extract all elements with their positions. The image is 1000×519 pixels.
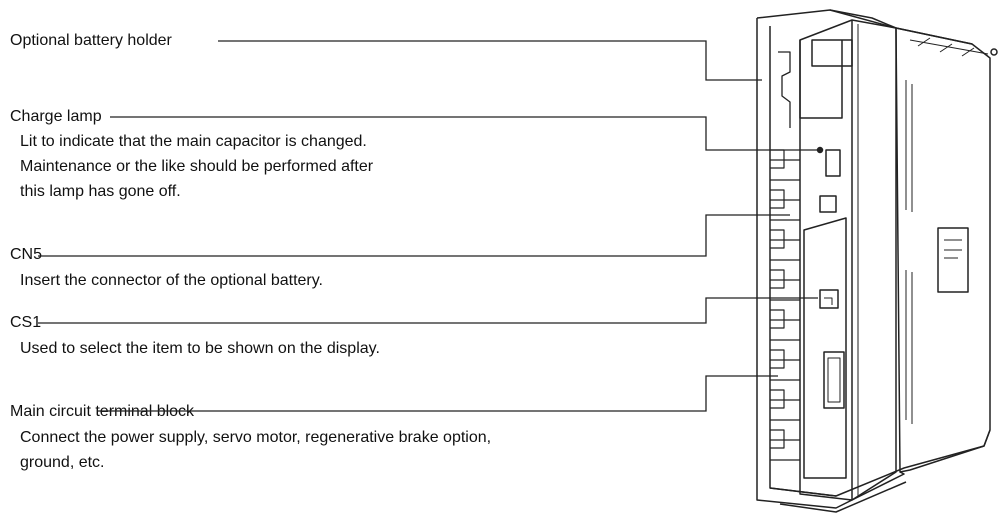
callout-charge-lamp-desc-line-2: Maintenance or the like should be perfor… [20, 158, 374, 175]
leader-line-terminal-block [98, 375, 778, 412]
lower-panel [803, 217, 847, 479]
terminal-block-inner [827, 357, 841, 403]
mounting-base-lower [779, 481, 907, 513]
amplifier-front-frame [756, 18, 905, 509]
leader-line-cs1 [38, 297, 818, 324]
leader-line-cn5 [38, 214, 790, 257]
callout-terminal-block-desc-line-2: ground, etc. [20, 454, 105, 471]
callout-cn5-desc-line-1: Insert the connector of the optional bat… [20, 272, 323, 289]
mounting-base [769, 429, 991, 497]
callout-charge-lamp-title: Charge lamp [10, 108, 102, 125]
rating-plate-lines [944, 239, 962, 259]
battery-holder-slot [799, 40, 843, 119]
side-panel-slot [905, 80, 913, 212]
amplifier-top-edge [756, 9, 973, 45]
leader-line-charge-lamp [110, 116, 818, 151]
callout-charge-lamp-desc-line-3: this lamp has gone off. [20, 183, 181, 200]
callout-battery-holder-title: Optional battery holder [10, 32, 172, 49]
heat-sink-fins [770, 149, 800, 461]
callout-terminal-block-desc-line-1: Connect the power supply, servo motor, r… [20, 429, 492, 446]
battery-holder-clip [778, 51, 791, 128]
callout-cs1-title: CS1 [10, 314, 42, 331]
amplifier-front-inner-frame [769, 26, 837, 497]
top-vent-ridge [917, 37, 975, 57]
side-panel-slot [905, 270, 913, 424]
front-cover [799, 19, 897, 501]
callout-cs1-desc-line-1: Used to select the item to be shown on t… [20, 340, 380, 357]
cn5-connector [819, 195, 837, 213]
amplifier-side-panel [895, 27, 991, 473]
cs1-switch-mark [824, 297, 833, 305]
battery-holder-compartment [811, 39, 853, 67]
charge-lamp-indicator [816, 146, 824, 154]
leader-line-battery-holder [218, 40, 762, 81]
main-circuit-terminal-block [823, 351, 845, 409]
callout-cn5-title: CN5 [10, 246, 43, 263]
top-screw [990, 48, 998, 56]
cs1-switch [819, 289, 839, 309]
leader-lines [38, 40, 818, 412]
rating-plate [937, 227, 969, 293]
amplifier-top-edge-inner [829, 9, 897, 29]
servo-amplifier-body [756, 9, 998, 513]
callout-charge-lamp-desc-line-1: Lit to indicate that the main capacitor … [20, 133, 367, 150]
display-window [825, 149, 841, 177]
